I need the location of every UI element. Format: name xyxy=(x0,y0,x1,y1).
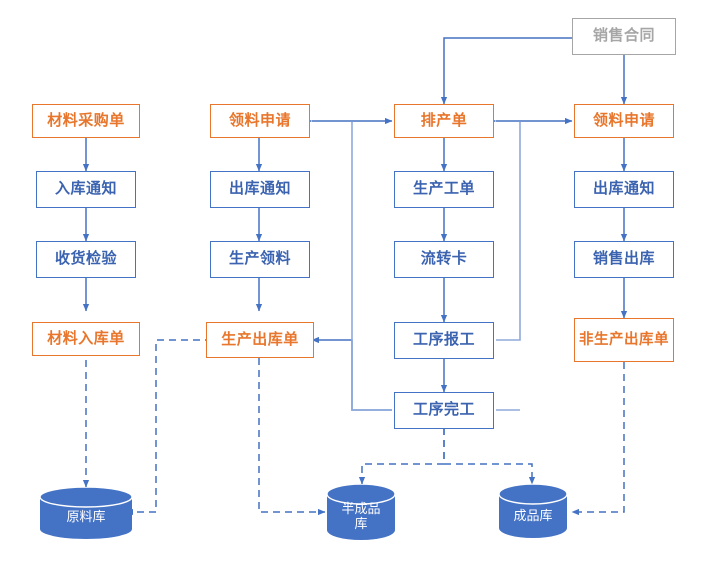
edge-shengchanchukudan-to-yuanliaoku xyxy=(125,339,212,516)
edge-wangong-riser-left xyxy=(351,122,392,411)
edge-wangong-to-banchengpinku xyxy=(358,428,445,485)
node-ruku-tongzhi[interactable]: 入库通知 xyxy=(36,171,136,208)
node-gongxu-wangong[interactable]: 工序完工 xyxy=(394,392,494,429)
cylinder-icon xyxy=(39,487,133,539)
node-lingliao-shenqing-right[interactable]: 领料申请 xyxy=(574,104,674,138)
node-shengchan-gongdan[interactable]: 生产工单 xyxy=(394,171,494,208)
edge-shengchanchukudan-to-banchengpinku xyxy=(258,358,326,516)
edge-wangong-to-chengpinku xyxy=(443,428,536,485)
edge-baogong-riser-right xyxy=(496,122,521,341)
warehouse-bancheng-pin-ku[interactable]: 半成品库 xyxy=(325,484,397,542)
node-shengchan-chuku-dan[interactable]: 生产出库单 xyxy=(206,322,314,358)
node-lingliao-shenqing-left[interactable]: 领料申请 xyxy=(210,104,310,138)
node-paichan-dan[interactable]: 排产单 xyxy=(394,104,494,138)
warehouse-chengpin-ku[interactable]: 成品库 xyxy=(497,484,569,540)
node-xiaoshou-chuku[interactable]: 销售出库 xyxy=(574,241,674,278)
node-shengchan-lingliao[interactable]: 生产领料 xyxy=(210,241,310,278)
warehouse-label: 原料库 xyxy=(66,508,106,524)
warehouse-label: 半成品库 xyxy=(341,501,381,531)
edge-feishengchan-to-chengpinku xyxy=(571,362,625,516)
node-gongxu-baogong[interactable]: 工序报工 xyxy=(394,322,494,359)
warehouse-label: 成品库 xyxy=(513,507,553,523)
edge-hetong-to-paichandan xyxy=(440,37,572,105)
cylinder-icon xyxy=(498,484,568,538)
node-liuzhuan-ka[interactable]: 流转卡 xyxy=(394,241,494,278)
node-cailiao-caigou-dan[interactable]: 材料采购单 xyxy=(32,104,140,138)
node-chuku-tongzhi-left[interactable]: 出库通知 xyxy=(210,171,310,208)
node-chuku-tongzhi-right[interactable]: 出库通知 xyxy=(574,171,674,208)
node-cailiao-ruku-dan[interactable]: 材料入库单 xyxy=(32,322,140,356)
cylinder-icon xyxy=(326,484,396,540)
node-shouhuo-jianyan[interactable]: 收货检验 xyxy=(36,241,136,278)
node-feishengchan-chuku-dan[interactable]: 非生产出库单 xyxy=(574,318,674,362)
warehouse-yuanliao-ku[interactable]: 原料库 xyxy=(38,487,134,539)
node-xiaoshou-hetong[interactable]: 销售合同 xyxy=(572,18,676,55)
